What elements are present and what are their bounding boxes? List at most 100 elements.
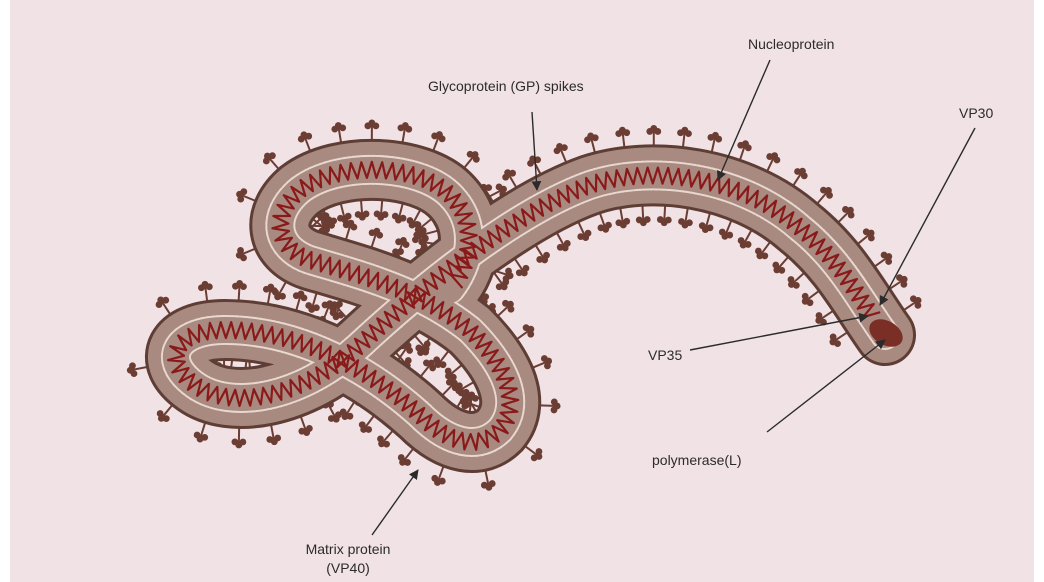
glycoprotein-label: Glycoprotein (GP) spikes bbox=[428, 78, 584, 94]
gp-spike-head bbox=[435, 361, 442, 368]
gp-spike-head bbox=[445, 373, 452, 380]
gp-spike-head bbox=[504, 169, 511, 176]
gp-spike-head bbox=[507, 272, 514, 279]
gp-spike-head bbox=[562, 245, 569, 252]
gp-spike-head bbox=[587, 132, 594, 139]
gp-spike-head bbox=[527, 326, 534, 333]
gp-spike-head bbox=[619, 127, 626, 134]
gp-spike-head bbox=[847, 207, 854, 214]
gp-spike-head bbox=[373, 228, 380, 235]
gp-spike-head bbox=[472, 151, 479, 158]
gp-spike-head bbox=[271, 438, 278, 445]
gp-spike-head bbox=[378, 440, 385, 447]
gp-spike-head bbox=[333, 313, 340, 320]
gp-spike-head bbox=[650, 125, 657, 132]
gp-spike-head bbox=[436, 131, 443, 138]
gp-spike-head bbox=[400, 237, 407, 244]
gp-spike-head bbox=[342, 413, 349, 420]
gp-spike-stem bbox=[540, 405, 554, 406]
gp-spike-head bbox=[788, 281, 795, 288]
gp-spike-stem bbox=[239, 286, 240, 300]
gp-spike-head bbox=[202, 281, 209, 288]
gp-spike-head bbox=[301, 131, 308, 138]
gp-spike-head bbox=[521, 270, 528, 277]
gp-spike-head bbox=[402, 122, 409, 129]
gp-spike-head bbox=[485, 484, 492, 491]
gp-spike-head bbox=[236, 191, 243, 198]
gp-spike-head bbox=[235, 442, 242, 449]
gp-spike-head bbox=[885, 253, 892, 260]
gp-spike-head bbox=[556, 143, 563, 150]
gp-spike-head bbox=[197, 436, 204, 443]
gp-spike-head bbox=[799, 168, 806, 175]
gp-spike-head bbox=[342, 217, 349, 224]
gp-spike-stem bbox=[381, 200, 382, 214]
gp-spike-stem bbox=[361, 200, 362, 214]
gp-spike-head bbox=[802, 298, 809, 305]
gp-spike-head bbox=[236, 252, 243, 259]
gp-spike-head bbox=[333, 416, 340, 423]
gp-spike-head bbox=[825, 187, 832, 194]
gp-spike-stem bbox=[642, 206, 643, 220]
gp-spike-head bbox=[721, 233, 728, 240]
gp-spike-head bbox=[455, 387, 462, 394]
gp-spike-head bbox=[127, 367, 134, 374]
gp-spike-head bbox=[303, 429, 310, 436]
gp-spike-head bbox=[335, 122, 342, 129]
gp-spike-head bbox=[742, 140, 749, 147]
gp-spike-head bbox=[773, 267, 780, 274]
gp-spike-head bbox=[158, 415, 165, 422]
gp-spike-head bbox=[360, 426, 367, 433]
gp-spike-head bbox=[640, 219, 647, 226]
gp-spike-head bbox=[602, 226, 609, 233]
gp-spike-head bbox=[901, 276, 908, 283]
gp-spike-head bbox=[460, 398, 467, 405]
gp-spike-head bbox=[681, 127, 688, 134]
gp-spike-head bbox=[236, 280, 243, 287]
gp-spike-stem bbox=[664, 206, 665, 220]
gp-spike-head bbox=[536, 453, 543, 460]
matrix-protein-label-line2: (VP40) bbox=[326, 560, 370, 576]
gp-spike-head bbox=[157, 296, 164, 303]
gp-spike-head bbox=[771, 152, 778, 159]
gp-spike-head bbox=[829, 339, 836, 346]
nucleoprotein-label: Nucleoprotein bbox=[748, 36, 834, 52]
gp-spike-head bbox=[545, 358, 552, 365]
gp-spike-head bbox=[712, 132, 719, 139]
gp-spike-head bbox=[359, 214, 366, 221]
gp-spike-head bbox=[815, 317, 822, 324]
gp-spike-head bbox=[328, 222, 335, 229]
gp-spike-head bbox=[267, 284, 274, 291]
gp-spike-head bbox=[377, 214, 384, 221]
gp-spike-head bbox=[368, 119, 375, 126]
gp-spike-head bbox=[500, 186, 507, 193]
vp30-label: VP30 bbox=[959, 105, 993, 121]
gp-spike-head bbox=[620, 222, 627, 229]
gp-spike-head bbox=[264, 153, 271, 160]
gp-spike-head bbox=[395, 217, 402, 224]
gp-spike-head bbox=[326, 300, 333, 307]
gp-spike-head bbox=[298, 290, 305, 297]
gp-spike-head bbox=[582, 234, 589, 241]
gp-spike-head bbox=[418, 239, 425, 246]
gp-spike-head bbox=[399, 459, 406, 466]
gp-spike-head bbox=[541, 257, 548, 264]
gp-spike-head bbox=[661, 219, 668, 226]
polymerase-label: polymerase(L) bbox=[652, 452, 741, 468]
gp-spike-head bbox=[347, 220, 354, 227]
gp-spike-head bbox=[434, 479, 441, 486]
gp-spike-head bbox=[682, 222, 689, 229]
gp-spike-head bbox=[409, 222, 416, 229]
gp-spike-head bbox=[554, 403, 561, 410]
gp-spike-head bbox=[501, 283, 508, 290]
gp-spike-head bbox=[915, 297, 922, 304]
gp-spike-head bbox=[868, 230, 875, 237]
matrix-protein-label-line1: Matrix protein bbox=[306, 541, 391, 557]
gp-spike-head bbox=[756, 252, 763, 259]
gp-spike-head bbox=[417, 349, 424, 356]
gp-spike-head bbox=[308, 306, 315, 313]
gp-spike-head bbox=[507, 301, 514, 308]
gp-spike-head bbox=[274, 293, 281, 300]
